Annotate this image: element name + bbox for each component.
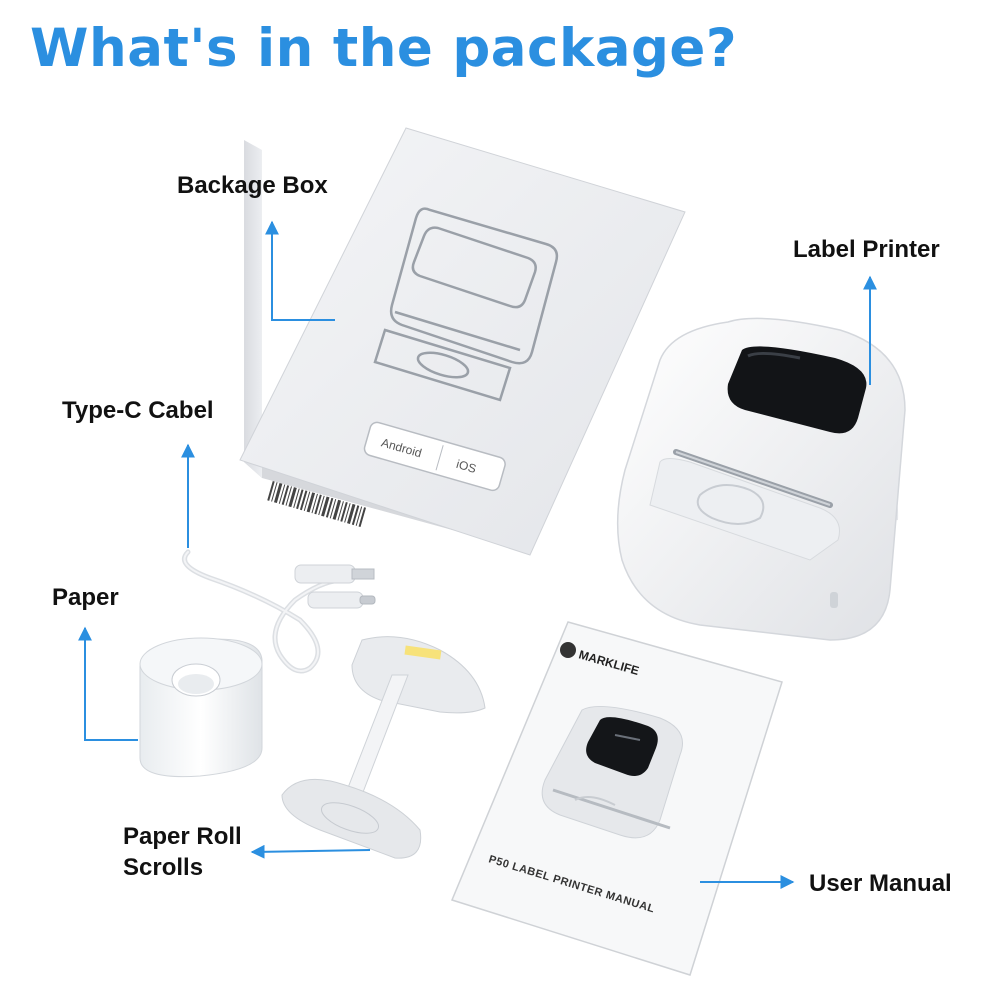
callout-paper-roll-line2: Scrolls: [123, 854, 204, 881]
paper-roll: [139, 637, 263, 778]
callout-package-box: Backage Box: [177, 172, 328, 199]
callout-paper-roll-line1: Paper Roll: [123, 823, 242, 850]
barcode: [267, 481, 367, 528]
arrow-box: [265, 220, 335, 321]
arrow-scrolls: [250, 844, 371, 859]
paper-roll-holder: [281, 636, 486, 859]
cable-usb-a-plug: [294, 564, 375, 584]
callout-arrows: [78, 220, 877, 889]
cable-usb-c-plug: [307, 591, 376, 609]
callout-label-printer: Label Printer: [793, 236, 940, 263]
callout-paper-roll-scrolls: Paper Roll Scrolls: [123, 821, 242, 883]
user-manual: MARKLIFE P50 LABEL PRINTER MANUAL: [450, 621, 783, 976]
arrow-paper: [78, 626, 138, 741]
page-title: What's in the package?: [30, 18, 738, 79]
callout-paper: Paper: [52, 584, 119, 611]
box-ios-label: iOS: [455, 457, 478, 476]
label-printer: [616, 317, 906, 641]
callout-user-manual: User Manual: [809, 870, 952, 897]
package-box: Android iOS: [239, 127, 686, 556]
callout-type-c-cable: Type-C Cabel: [62, 397, 214, 424]
